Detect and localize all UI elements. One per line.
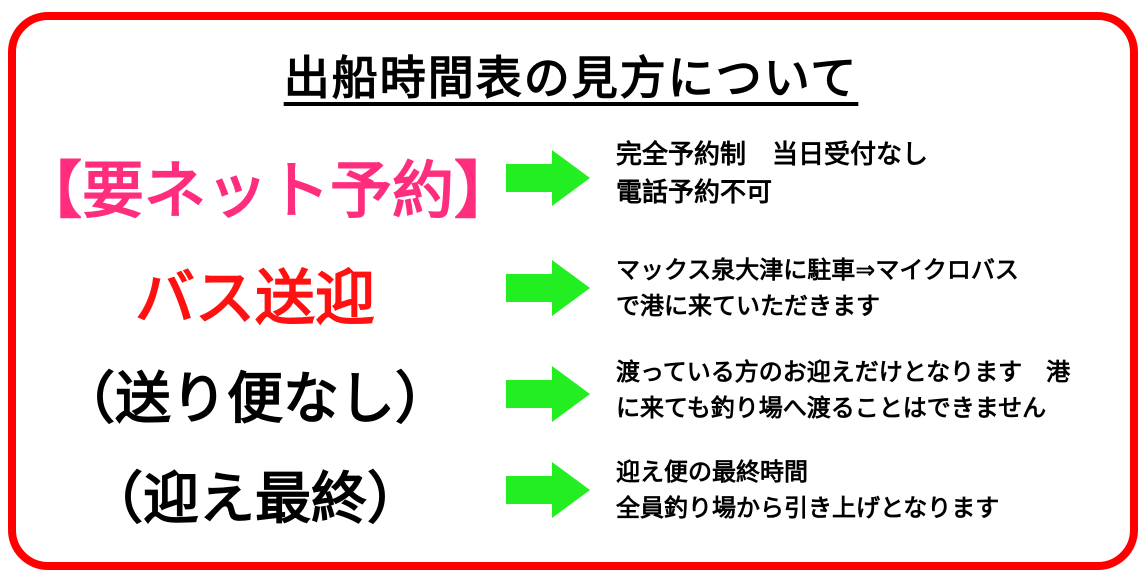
green-arrow-icon [506, 366, 590, 422]
green-arrow-icon [506, 462, 590, 518]
desc-net-reservation: 完全予約制 当日受付なし 電話予約不可 [616, 136, 928, 212]
label-net-reservation: 【要ネット予約】 [20, 154, 517, 227]
label-last-pickup: （迎え最終） [87, 467, 423, 532]
desc-no-outbound: 渡っている方のお迎えだけとなります 港 に来ても釣り場へ渡ることはできません [616, 354, 1070, 426]
desc-line: 渡っている方のお迎えだけとなります 港 [616, 358, 1071, 386]
row-net-reservation: 【要ネット予約】 完全予約制 当日受付なし 電話予約不可 [0, 132, 1142, 232]
desc-line: マックス泉大津に駐車⇒マイクロバス [616, 256, 1019, 284]
page-title: 出船時間表の見方について [283, 51, 859, 105]
desc-line: 全員釣り場から引き上げとなります [616, 494, 1000, 522]
desc-line: 完全予約制 当日受付なし [616, 140, 929, 170]
row-bus-shuttle: バス送迎 マックス泉大津に駐車⇒マイクロバス で港に来ていただきます [0, 242, 1142, 342]
label-no-outbound: （送り便なし） [59, 367, 451, 432]
desc-last-pickup: 迎え便の最終時間 全員釣り場から引き上げとなります [616, 454, 999, 526]
desc-line: 電話予約不可 [616, 178, 773, 208]
label-bus-shuttle: バス送迎 [135, 264, 375, 334]
desc-line: で港に来ていただきます [616, 292, 880, 320]
row-no-outbound: （送り便なし） 渡っている方のお迎えだけとなります 港 に来ても釣り場へ渡ること… [0, 348, 1142, 448]
green-arrow-icon [506, 260, 590, 316]
desc-bus-shuttle: マックス泉大津に駐車⇒マイクロバス で港に来ていただきます [616, 252, 1019, 324]
desc-line: 迎え便の最終時間 [616, 458, 808, 486]
desc-line: に来ても釣り場へ渡ることはできません [616, 394, 1047, 422]
row-last-pickup: （迎え最終） 迎え便の最終時間 全員釣り場から引き上げとなります [0, 448, 1142, 548]
green-arrow-icon [506, 150, 590, 206]
